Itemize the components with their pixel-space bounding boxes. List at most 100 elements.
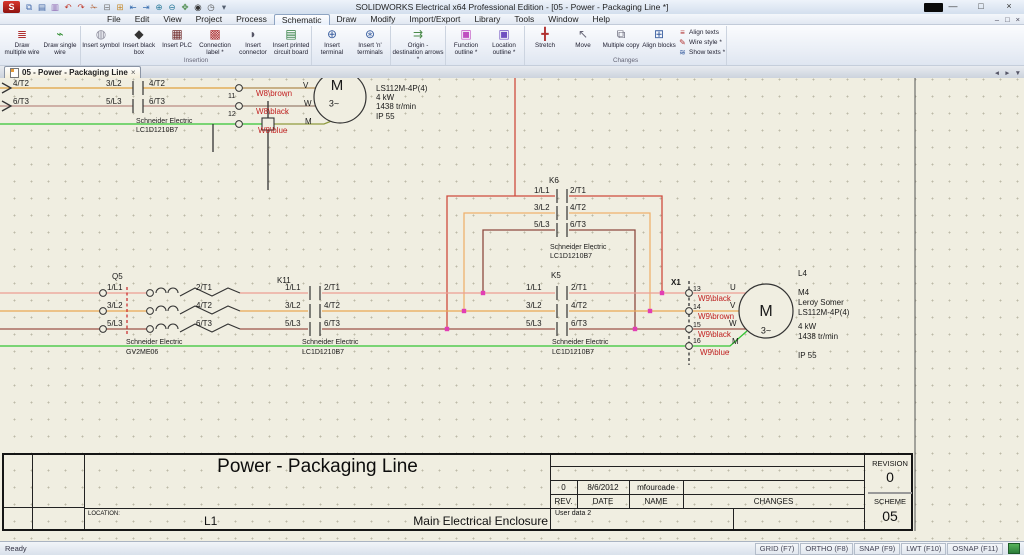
zoom-out-icon[interactable]: ⊖ xyxy=(166,2,178,13)
schematic-label[interactable]: W xyxy=(729,319,737,328)
schematic-label[interactable]: M4 xyxy=(798,288,810,297)
terminal-circle[interactable] xyxy=(236,121,243,128)
schematic-label[interactable]: M xyxy=(331,78,344,94)
schematic-label[interactable]: 6/T3 xyxy=(13,97,30,106)
schematic-label[interactable]: 5/L3 xyxy=(107,319,123,328)
breaker-contact-symbol[interactable] xyxy=(156,288,178,293)
tab-05-power-packaging-line[interactable]: 05 - Power - Packaging Line × xyxy=(4,66,141,78)
align-texts-button[interactable]: ≡Align texts xyxy=(678,28,725,37)
schematic-label[interactable]: W9\blue xyxy=(700,348,730,357)
schematic-label[interactable]: LS112M-4P(4) xyxy=(798,308,850,317)
schematic-label[interactable]: 1/L1 xyxy=(107,283,123,292)
menu-modify[interactable]: Modify xyxy=(363,14,402,25)
tab-scroll-icon[interactable]: ◄ xyxy=(994,70,1000,77)
wire-segment[interactable] xyxy=(483,230,555,293)
close-icon[interactable]: × xyxy=(1002,1,1016,11)
schematic-label[interactable]: W8\black xyxy=(256,107,290,116)
schematic-label[interactable]: 4/T2 xyxy=(324,301,341,310)
redo-icon[interactable]: ↷ xyxy=(75,2,87,13)
schematic-label[interactable]: 1/L1 xyxy=(526,283,542,292)
schematic-label[interactable]: 6/T3 xyxy=(324,319,341,328)
schematic-label[interactable]: LS112M-4P(4) xyxy=(376,84,428,93)
schematic-label[interactable]: Q5 xyxy=(112,272,123,281)
schematic-label[interactable]: LC1D1210B7 xyxy=(302,349,344,356)
copy-icon[interactable]: ⊟ xyxy=(101,2,113,13)
menu-import-export[interactable]: Import/Export xyxy=(402,14,467,25)
location-outline-button[interactable]: ▣Location outline * xyxy=(485,26,523,57)
schematic-label[interactable]: 5/L3 xyxy=(526,319,542,328)
show-texts-button[interactable]: ≋Show texts * xyxy=(678,48,725,57)
menu-help[interactable]: Help xyxy=(586,14,617,25)
wire-segment[interactable] xyxy=(274,120,334,124)
toggle-ortho[interactable]: ORTHO (F8) xyxy=(800,543,853,555)
contactor-pole-symbol[interactable] xyxy=(310,286,320,300)
menu-edit[interactable]: Edit xyxy=(128,14,157,25)
schematic-label[interactable]: M xyxy=(759,303,772,320)
find-icon[interactable]: ◉ xyxy=(192,2,204,13)
terminal-circle[interactable] xyxy=(686,343,693,350)
schematic-label[interactable]: 3/L2 xyxy=(285,301,301,310)
origin-destination-arrows-button[interactable]: ⇉Origin - destination arrows * xyxy=(392,26,444,65)
terminal-circle[interactable] xyxy=(100,290,107,297)
schematic-label[interactable]: 1/L1 xyxy=(285,283,301,292)
contactor-pole-symbol[interactable] xyxy=(310,322,320,336)
schematic-label[interactable]: X1 xyxy=(671,278,681,287)
schematic-label[interactable]: V xyxy=(730,301,736,310)
schematic-label[interactable]: 6/T3 xyxy=(149,97,166,106)
page-next-icon[interactable]: ⇥ xyxy=(140,2,152,13)
terminal-circle[interactable] xyxy=(100,308,107,315)
schematic-label[interactable]: LC1D1210B7 xyxy=(552,349,594,356)
schematic-label[interactable]: W8\brown xyxy=(256,89,292,98)
contactor-pole-symbol[interactable] xyxy=(133,81,143,95)
schematic-label[interactable]: 4 kW xyxy=(798,322,817,331)
contactor-pole-symbol[interactable] xyxy=(557,223,567,237)
history-icon[interactable]: ◷ xyxy=(205,2,217,13)
toggle-lwt[interactable]: LWT (F10) xyxy=(901,543,946,555)
terminal-circle[interactable] xyxy=(686,290,693,297)
insert-symbol-button[interactable]: ◍Insert symbol xyxy=(82,26,120,50)
schematic-label[interactable]: K5 xyxy=(551,271,561,280)
draw-single-wire-button[interactable]: ⌁Draw single wire xyxy=(41,26,79,57)
schematic-label[interactable]: 2/T1 xyxy=(324,283,341,292)
schematic-label[interactable]: 3/L2 xyxy=(534,203,550,212)
schematic-label[interactable]: 2/T1 xyxy=(196,283,213,292)
schematic-label[interactable]: 5/L3 xyxy=(285,319,301,328)
schematic-label[interactable]: 2/T1 xyxy=(571,283,588,292)
contactor-pole-symbol[interactable] xyxy=(557,189,567,203)
wire-style-button[interactable]: ✎Wire style * xyxy=(678,38,725,47)
insert-n-terminals-button[interactable]: ⊛Insert 'n' terminals xyxy=(351,26,389,57)
schematic-label[interactable]: Schneider Electric xyxy=(136,118,193,125)
schematic-label[interactable]: 5/L3 xyxy=(106,97,122,106)
menu-schematic[interactable]: Schematic xyxy=(274,14,330,25)
schematic-label[interactable]: V xyxy=(303,81,309,90)
tab-scroll-icon[interactable]: ▼ xyxy=(1015,70,1021,77)
schematic-label[interactable]: LC1D1210B7 xyxy=(136,127,178,134)
tab-scroll-icon[interactable]: ► xyxy=(1004,70,1010,77)
toggle-snap[interactable]: SNAP (F9) xyxy=(854,543,900,555)
schematic-label[interactable]: 15 xyxy=(693,322,701,329)
schematic-label[interactable]: 14 xyxy=(693,304,701,311)
schematic-label[interactable]: 6/T3 xyxy=(196,319,213,328)
schematic-label[interactable]: 4/T2 xyxy=(571,301,588,310)
schematic-label[interactable]: 13 xyxy=(693,286,701,293)
schematic-label[interactable]: 11 xyxy=(228,93,235,100)
contactor-pole-symbol[interactable] xyxy=(133,99,143,113)
schematic-label[interactable]: Schneider Electric xyxy=(302,339,359,346)
schematic-label[interactable]: W9\black xyxy=(698,294,732,303)
contactor-pole-symbol[interactable] xyxy=(557,304,567,318)
insert-connector-button[interactable]: ◗Insert connector xyxy=(234,26,272,57)
cut-icon[interactable]: ✁ xyxy=(88,2,100,13)
schematic-label[interactable]: GV2ME06 xyxy=(126,349,158,356)
schematic-label[interactable]: 1438 tr/min xyxy=(376,102,416,111)
terminal-circle[interactable] xyxy=(236,85,243,92)
minimize-icon[interactable]: — xyxy=(946,1,960,11)
schematic-label[interactable]: 4/T2 xyxy=(149,79,166,88)
schematic-label[interactable]: 3/L2 xyxy=(526,301,542,310)
schematic-label[interactable]: 12 xyxy=(228,111,236,118)
schematic-label[interactable]: 4/T2 xyxy=(570,203,587,212)
connection-label-button[interactable]: ▩Connection label * xyxy=(196,26,234,57)
contactor-pole-symbol[interactable] xyxy=(557,322,567,336)
restore-icon[interactable]: □ xyxy=(974,1,988,11)
breaker-contact-symbol[interactable] xyxy=(156,306,178,311)
insert-printed-circuit-board-button[interactable]: ▤Insert printed circuit board xyxy=(272,26,310,57)
